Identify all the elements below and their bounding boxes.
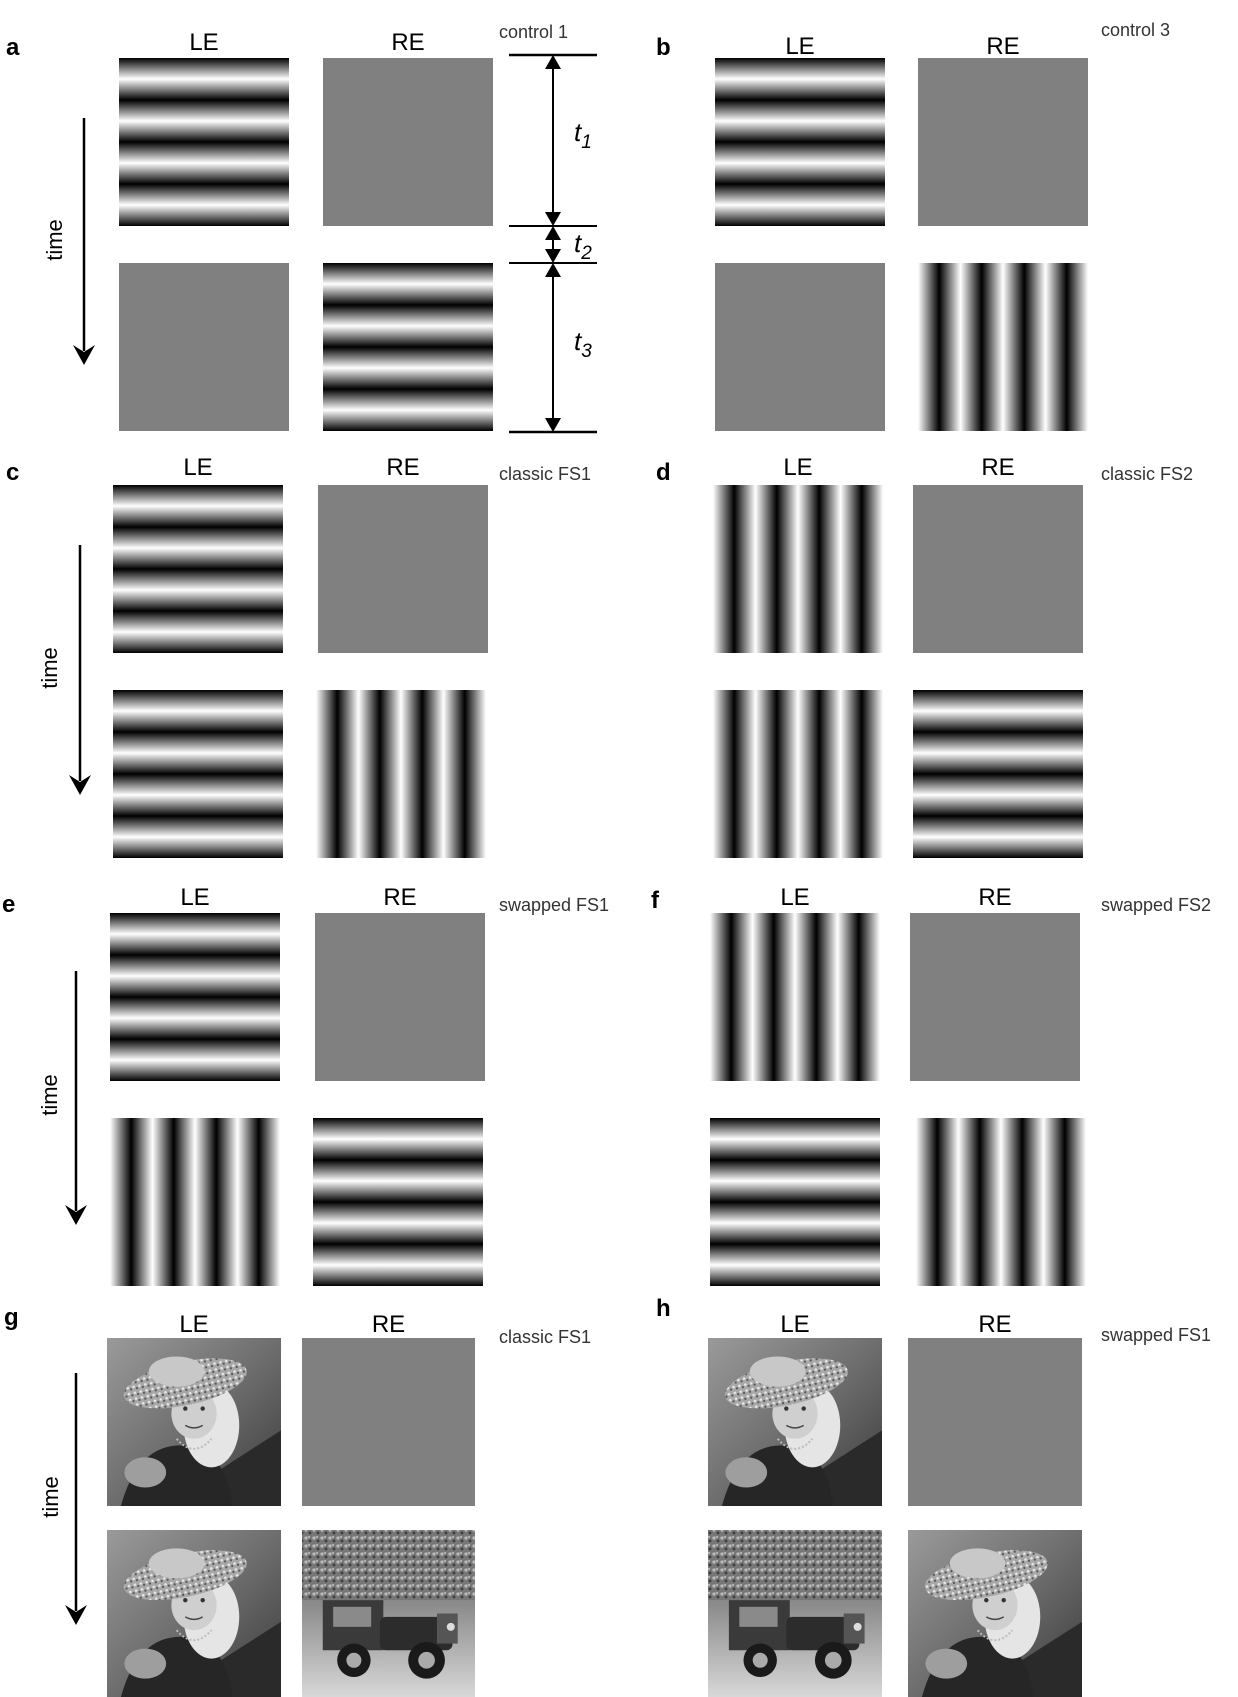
stimulus-le-top: [119, 58, 289, 226]
panel-letter: f: [651, 887, 660, 914]
stimulus-re-top: [918, 58, 1088, 226]
stimulus-le-top: [710, 913, 880, 1081]
panel-letter: c: [6, 459, 19, 486]
stimulus-re-bottom: [918, 263, 1088, 431]
panel-letter: g: [4, 1304, 19, 1331]
condition-label: control 3: [1101, 20, 1170, 40]
left-eye-label: LE: [780, 1311, 809, 1338]
stimulus-re-top: [913, 485, 1083, 653]
condition-label: swapped FS2: [1101, 895, 1211, 915]
timing-arrow-t3: [545, 263, 561, 432]
panel-c: c classic FS1 LE RE time: [6, 454, 591, 858]
condition-label: swapped FS1: [499, 895, 609, 915]
stimulus-le-top: [113, 485, 283, 653]
stimulus-re-top: [315, 913, 485, 1081]
condition-label: swapped FS1: [1101, 1325, 1211, 1345]
right-eye-label: RE: [981, 454, 1014, 481]
time-axis-label: time: [42, 219, 67, 261]
timing-label-t1: t1: [574, 117, 592, 153]
stimulus-le-top: [107, 1338, 281, 1506]
condition-label: classic FS1: [499, 1327, 591, 1347]
stimulus-le-top: [110, 913, 280, 1081]
stimulus-le-bottom: [710, 1118, 880, 1286]
right-eye-label: RE: [391, 29, 424, 56]
time-arrow-head: [73, 345, 95, 365]
timing-label-t2: t2: [574, 228, 592, 264]
panel-letter: b: [656, 34, 671, 61]
left-eye-label: LE: [179, 1311, 208, 1338]
panel-e: e swapped FS1 LE RE time: [2, 884, 609, 1286]
panel-a: a control 1 LE RE time: [6, 22, 568, 431]
left-eye-label: LE: [780, 884, 809, 911]
time-arrow-head: [65, 1605, 87, 1625]
right-eye-label: RE: [386, 454, 419, 481]
left-eye-label: LE: [183, 454, 212, 481]
stimulus-le-top: [715, 58, 885, 226]
panel-h: h swapped FS1 LE RE: [656, 1295, 1211, 1697]
panel-g: g classic FS1 LE RE time: [4, 1304, 591, 1697]
panel-letter: e: [2, 891, 15, 918]
time-arrow-head: [69, 775, 91, 795]
stimulus-le-bottom: [110, 1118, 280, 1286]
timing-diagram: t1 t2 t3: [509, 53, 597, 434]
stimulus-le-bottom: [119, 263, 289, 431]
stimulus-le-top: [708, 1338, 882, 1506]
stimulus-le-bottom: [713, 690, 883, 858]
stimulus-re-bottom: [316, 690, 486, 858]
condition-label: classic FS2: [1101, 464, 1193, 484]
stimulus-le-bottom: [113, 690, 283, 858]
panel-b: b control 3 LE RE: [656, 20, 1170, 431]
stimulus-le-bottom: [715, 263, 885, 431]
time-axis-label: time: [37, 1074, 62, 1116]
panels-layer: a control 1 LE RE time b control 3 LE RE c classic…: [2, 20, 1211, 1697]
right-eye-label: RE: [978, 1311, 1011, 1338]
timing-arrow-t2: [545, 226, 561, 263]
condition-label: control 1: [499, 22, 568, 42]
right-eye-label: RE: [383, 884, 416, 911]
left-eye-label: LE: [180, 884, 209, 911]
stimulus-re-bottom: [313, 1118, 483, 1286]
time-axis-label: time: [38, 1476, 63, 1518]
left-eye-label: LE: [189, 29, 218, 56]
right-eye-label: RE: [372, 1311, 405, 1338]
condition-label: classic FS1: [499, 464, 591, 484]
left-eye-label: LE: [783, 454, 812, 481]
panel-letter: h: [656, 1295, 671, 1322]
stimulus-re-bottom: [916, 1118, 1086, 1286]
stimulus-re-top: [908, 1338, 1082, 1506]
stimulus-le-top: [713, 485, 883, 653]
stimulus-re-top: [302, 1338, 475, 1506]
stimulus-le-bottom: [708, 1530, 882, 1697]
left-eye-label: LE: [785, 33, 814, 60]
stimulus-re-bottom: [913, 690, 1083, 858]
stimulus-re-bottom: [302, 1530, 475, 1697]
stimulus-le-bottom: [107, 1530, 281, 1697]
panel-d: d classic FS2 LE RE: [656, 454, 1193, 858]
right-eye-label: RE: [986, 33, 1019, 60]
panel-letter: a: [6, 34, 20, 61]
stimulus-re-top: [318, 485, 488, 653]
stimulus-re-top: [323, 58, 493, 226]
timing-label-t3: t3: [574, 326, 592, 362]
panel-f: f swapped FS2 LE RE: [651, 884, 1211, 1286]
right-eye-label: RE: [978, 884, 1011, 911]
panel-letter: d: [656, 459, 671, 486]
timing-arrow-t1: [545, 55, 561, 226]
time-arrow-head: [65, 1205, 87, 1225]
stimulus-re-top: [910, 913, 1080, 1081]
stimulus-re-bottom: [908, 1530, 1082, 1697]
time-axis-label: time: [37, 647, 62, 689]
stimulus-re-bottom: [323, 263, 493, 431]
